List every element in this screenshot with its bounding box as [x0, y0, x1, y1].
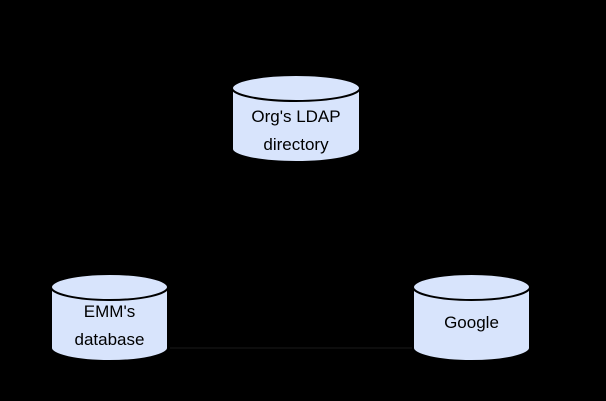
node-label: EMM's database [50, 298, 169, 354]
node-label-line: Google [444, 313, 499, 332]
database-cylinder-icon [50, 273, 169, 362]
node-orgs-ldap-directory: Org's LDAP directory [231, 74, 361, 163]
node-label-line: EMM's [83, 302, 136, 321]
node-label-line: Org's LDAP [251, 107, 341, 126]
node-label: Google [412, 309, 531, 337]
connector-emm-to-google [170, 347, 412, 349]
node-google: Google [412, 273, 531, 362]
node-emms-database: EMM's database [50, 273, 169, 362]
database-cylinder-icon [231, 74, 361, 163]
database-cylinder-icon [412, 273, 531, 362]
node-label-line: directory [263, 135, 329, 154]
node-label-line: database [74, 330, 145, 349]
node-label: Org's LDAP directory [231, 103, 361, 159]
